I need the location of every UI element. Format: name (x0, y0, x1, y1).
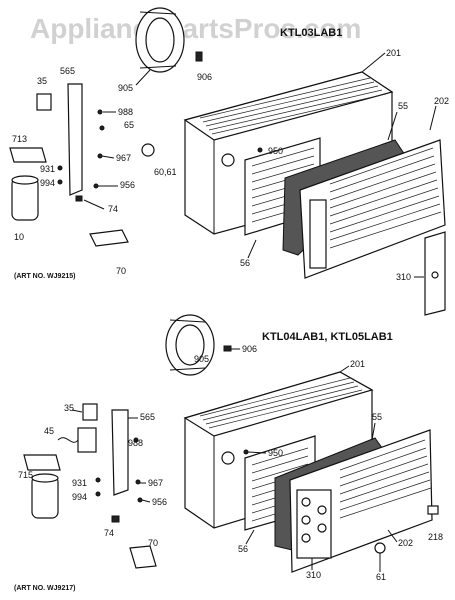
callout-74-top: 74 (108, 204, 118, 214)
callout-35-top: 35 (37, 76, 47, 86)
callout-310-bottom: 310 (306, 570, 321, 580)
relay-part-bottom (57, 427, 97, 453)
callout-65-top: 65 (124, 120, 134, 130)
thermostat-knob-part (141, 143, 155, 157)
callout-967-bottom: 967 (148, 478, 163, 488)
callout-956-top: 956 (120, 180, 135, 190)
callout-950-top: 950 (268, 146, 283, 156)
callout-74-bottom: 74 (104, 528, 114, 538)
callout-905-top: 905 (118, 83, 133, 93)
cord-part (89, 229, 129, 247)
callout-218-bottom: 218 (428, 532, 443, 542)
callout-60-61-top: 60,61 (154, 167, 177, 177)
callout-713-top: 713 (12, 134, 27, 144)
knob-part-bottom (427, 505, 439, 515)
callout-10-top: 10 (14, 232, 24, 242)
art-number-top: (ART NO. WJ9215) (14, 273, 75, 280)
callout-906-bottom: 906 (242, 344, 257, 354)
capacitor-bracket-part-bottom (23, 454, 61, 471)
knob-61-part-bottom (374, 542, 386, 554)
callout-70-bottom: 70 (148, 538, 158, 548)
capacitor-part (11, 175, 39, 221)
callout-950-bottom: 950 (268, 448, 283, 458)
callout-61-bottom: 61 (376, 572, 386, 582)
callout-994-top: 994 (40, 178, 55, 188)
cord-part-bottom (129, 545, 157, 569)
callout-931-top: 931 (40, 164, 55, 174)
watermark-text: AppliancePartsPros.com (30, 13, 361, 44)
callout-202-top: 202 (434, 96, 449, 106)
callout-906-top: 906 (197, 72, 212, 82)
front-grille-part-bottom (289, 429, 433, 573)
model-title-top: KTL03LAB1 (280, 27, 342, 39)
callout-715-bottom: 715 (18, 470, 33, 480)
callout-967-top: 967 (116, 153, 131, 163)
callout-565-top: 565 (60, 66, 75, 76)
callout-45-bottom: 45 (44, 426, 54, 436)
callout-956-bottom: 956 (152, 497, 167, 507)
plug-part (75, 195, 83, 202)
callout-35-bottom: 35 (64, 403, 74, 413)
callout-labels-bottom: 905 906 201 35 565 45 988 950 55 715 931… (18, 344, 443, 582)
switch-part (36, 93, 52, 111)
callout-931-bottom: 931 (72, 478, 87, 488)
callout-55-top: 55 (398, 101, 408, 111)
callout-988-bottom: 988 (128, 438, 143, 448)
clip-part (195, 51, 203, 62)
callout-201-bottom: 201 (350, 359, 365, 369)
front-grille-part (299, 139, 446, 279)
callout-55-bottom: 55 (372, 412, 382, 422)
fan-shroud-part-bottom (165, 314, 215, 376)
callout-201-top: 201 (386, 48, 401, 58)
fan-shroud-part (135, 7, 185, 73)
callout-310-top: 310 (396, 272, 411, 282)
diagram-bottom: KTL04LAB1, KTL05LAB1 (14, 314, 443, 592)
screws-top (57, 109, 263, 189)
control-panel-part (424, 231, 446, 316)
callout-905-bottom: 905 (194, 354, 209, 364)
bracket-part-bottom (111, 409, 129, 496)
diagram-top: KTL03LAB1 (9, 7, 449, 316)
capacitor-bracket-part (9, 147, 47, 163)
switch-part-bottom (82, 403, 98, 421)
art-number-bottom: (ART NO. WJ9217) (14, 585, 75, 592)
callout-988-top: 988 (118, 107, 133, 117)
model-title-bottom: KTL04LAB1, KTL05LAB1 (262, 331, 393, 343)
callout-994-bottom: 994 (72, 492, 87, 502)
bracket-part (67, 83, 83, 196)
callout-202-bottom: 202 (398, 538, 413, 548)
callout-565-bottom: 565 (140, 412, 155, 422)
clip-part-bottom (223, 345, 232, 352)
plug-part-bottom (111, 515, 120, 523)
callout-70-top: 70 (116, 266, 126, 276)
callout-labels-top: 905 906 201 35 565 988 65 713 967 60,61 … (12, 48, 449, 282)
callout-56-top: 56 (240, 258, 250, 268)
callout-56-bottom: 56 (238, 544, 248, 554)
capacitor-part-bottom (31, 473, 59, 519)
